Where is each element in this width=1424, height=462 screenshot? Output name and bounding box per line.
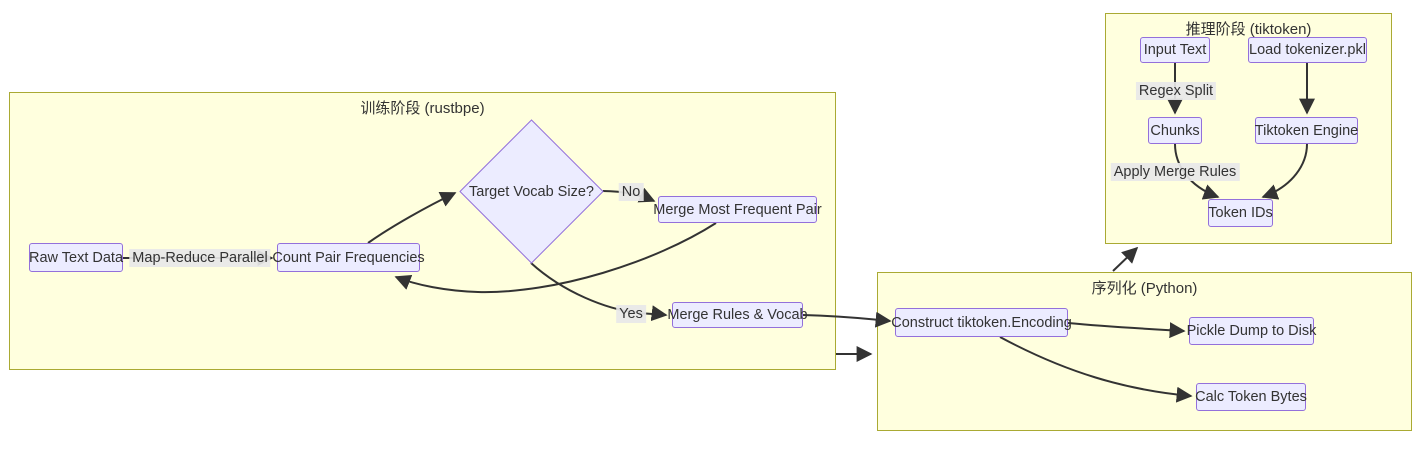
edge-construct-to-pickle [1067, 322, 1186, 339]
node-merge-rules-vocab: Merge Rules & Vocab [667, 302, 808, 328]
node-calc-token-bytes: Calc Token Bytes [1195, 383, 1307, 411]
cluster-serialization: 序列化 (Python) [877, 272, 1412, 431]
edge-label-regex-split: Regex Split [1135, 82, 1217, 100]
cluster-training-title: 训练阶段 (rustbpe) [360, 100, 485, 117]
node-target-vocab-label: Target Vocab Size? [469, 184, 594, 200]
edge-label-yes: Yes [616, 305, 646, 323]
cluster-serialization-title: 序列化 (Python) [1091, 280, 1198, 297]
node-input-text: Input Text [1140, 37, 1210, 63]
node-token-ids: Token IDs [1208, 199, 1273, 227]
edge-label-no: No [618, 183, 644, 201]
edge-construct-to-calc [999, 336, 1193, 403]
node-tiktoken-engine: Tiktoken Engine [1255, 117, 1358, 144]
edge-label-map-reduce-parallel: Map-Reduce Parallel [129, 249, 271, 267]
node-pickle-dump-to-disk: Pickle Dump to Disk [1187, 317, 1316, 345]
edge-serialization-to-inference [1112, 246, 1139, 272]
edge-mergerules-to-construct [802, 311, 892, 328]
node-chunks: Chunks [1148, 117, 1202, 144]
edge-label-apply-merge-rules: Apply Merge Rules [1110, 163, 1240, 181]
cluster-inference-title: 推理阶段 (tiktoken) [1185, 21, 1312, 38]
node-target-vocab-diamond-shape [459, 119, 604, 264]
node-load-tokenizer-pkl: Load tokenizer.pkl [1248, 37, 1367, 63]
edge-count-to-target [367, 192, 457, 244]
edge-engine-to-tokenids [1261, 143, 1308, 200]
node-construct-tiktoken-encoding: Construct tiktoken.Encoding [891, 308, 1072, 337]
cluster-training: 训练阶段 (rustbpe) [9, 92, 836, 370]
node-merge-most-frequent-pair: Merge Most Frequent Pair [653, 196, 822, 223]
edge-mergemost-back-to-count [394, 222, 717, 294]
node-raw-text-data: Raw Text Data [29, 243, 123, 272]
node-count-pair-frequencies: Count Pair Frequencies [272, 243, 425, 272]
